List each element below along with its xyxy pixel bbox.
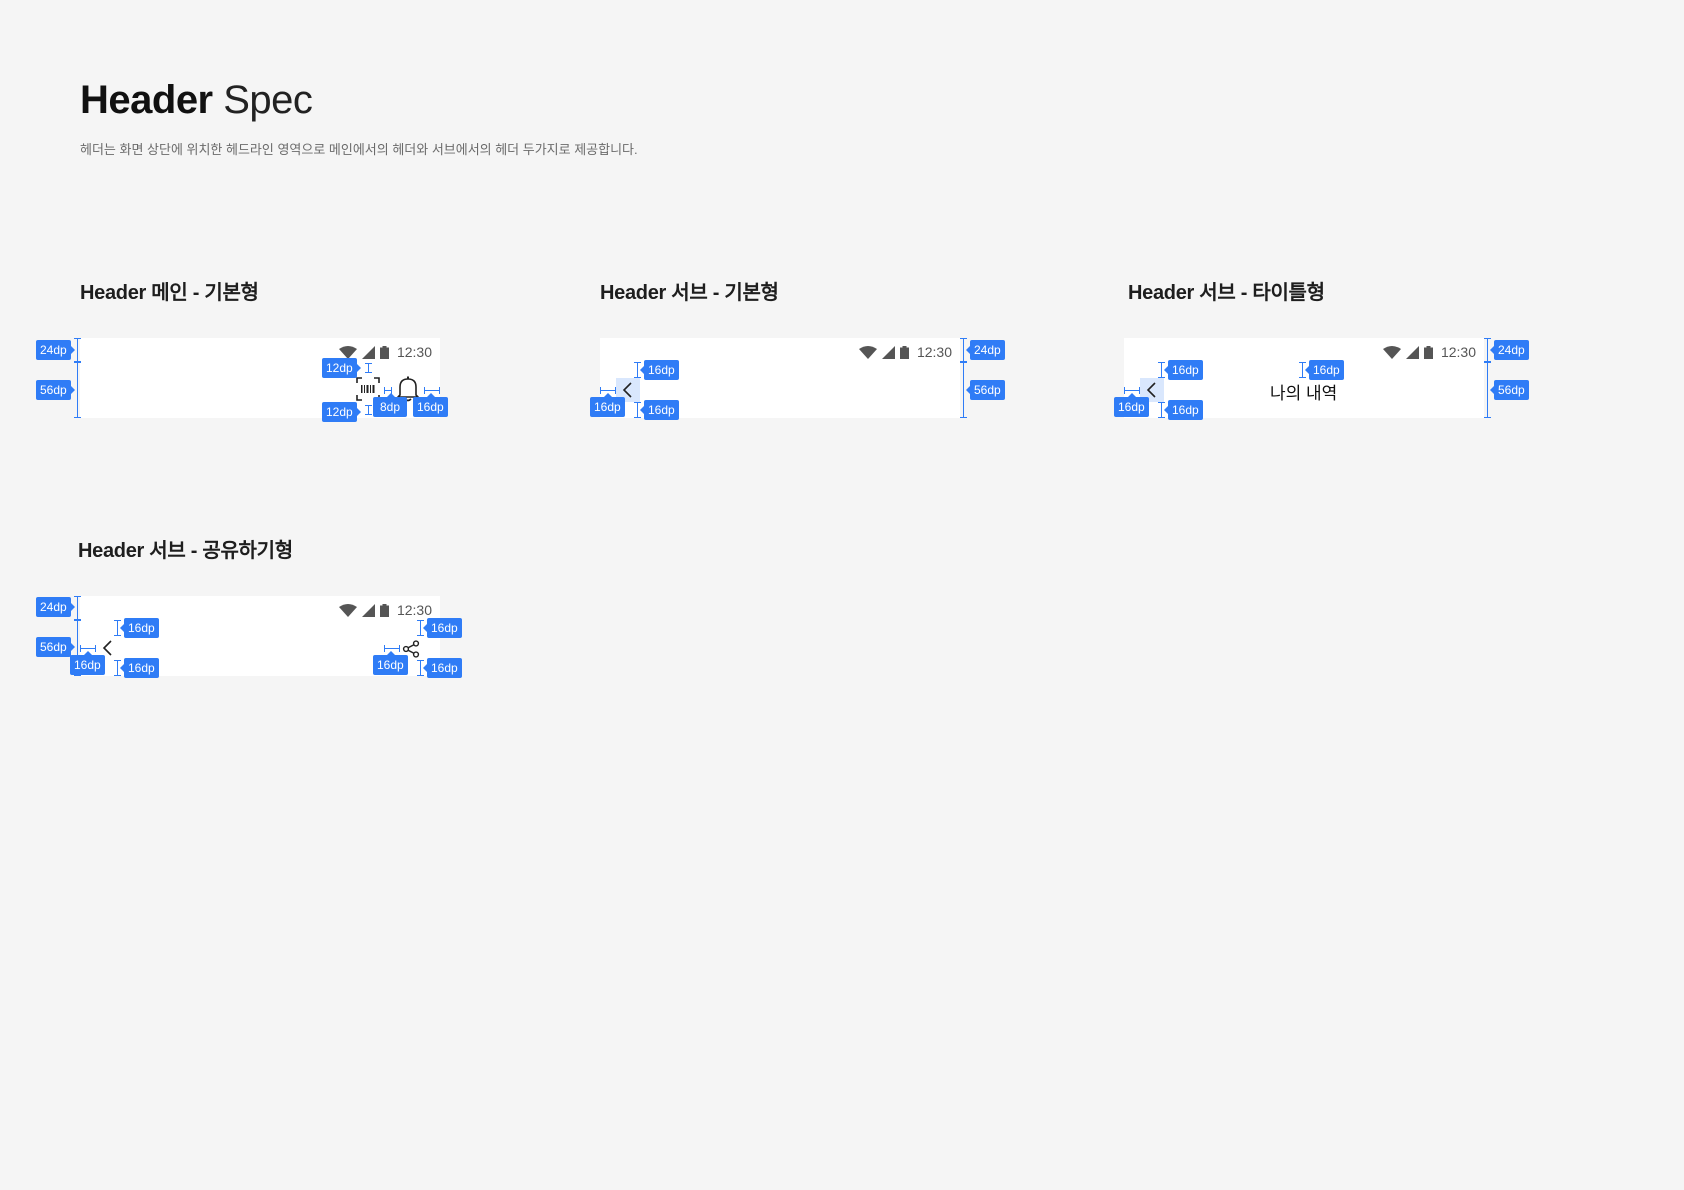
status-time: 12:30 [916,344,952,360]
spec-badge-header-height: 56dp [36,637,75,657]
spec-line-top-16 [634,362,641,378]
spec-line-share-top-16 [417,620,424,636]
spec-line-bottom-16 [1158,402,1165,418]
status-bar: 12:30 [858,344,952,360]
wifi-icon [338,345,357,359]
spec-badge-header-height: 56dp [1490,380,1529,400]
header-main-basic-preview: 12:30 [80,338,440,418]
spec-badge-status-height: 24dp [36,597,75,617]
spec-line-bottom-16 [634,402,641,418]
battery-icon [379,345,389,359]
spec-line-left-16 [600,387,616,394]
spec-badge-status-height: 24dp [966,340,1005,360]
spec-line-status [74,338,81,362]
spec-badge-header-height: 56dp [966,380,1005,400]
spec-line-gap-8 [384,387,392,394]
spec-badge-title-top-16: 16dp [1305,360,1344,380]
chevron-left-icon[interactable] [100,640,116,656]
page-description: 헤더는 화면 상단에 위치한 헤드라인 영역으로 메인에서의 헤더와 서브에서의… [80,142,638,157]
page-title-bold: Header [80,78,213,122]
section-title-sub-share: Header 서브 - 공유하기형 [78,540,293,562]
spec-line-header [960,362,967,418]
spec-badge-left-16: 16dp [1114,393,1149,417]
wifi-icon [858,345,877,359]
section-title-sub-title: Header 서브 - 타이틀형 [1128,282,1325,304]
status-bar: 12:30 [338,602,432,618]
spec-badge-bottom-16: 16dp [1164,400,1203,420]
spec-line-left-16 [1124,387,1140,394]
signal-icon [1405,345,1419,359]
signal-icon [881,345,895,359]
spec-line-share-left-16 [384,645,400,652]
spec-line-header [74,620,81,676]
spec-badge-status-height: 24dp [1490,340,1529,360]
wifi-icon [338,603,357,617]
page-title: Header Spec [80,76,313,124]
spec-badge-share-bottom-16: 16dp [423,658,462,678]
spec-line-top-12 [365,363,372,373]
spec-badge-left-16: 16dp [70,651,105,675]
status-time: 12:30 [1440,344,1476,360]
status-time: 12:30 [396,344,432,360]
signal-icon [361,345,375,359]
spec-line-top-16 [114,620,121,636]
spec-badge-gap-8: 8dp [373,393,407,417]
spec-line-header [1484,362,1491,418]
spec-badge-top-16: 16dp [120,618,159,638]
status-bar: 12:30 [1382,344,1476,360]
spec-line-top-16 [1158,362,1165,378]
spec-line-status [74,596,81,620]
wifi-icon [1382,345,1401,359]
spec-line-right-16 [424,387,440,394]
spec-badge-top-16: 16dp [1164,360,1203,380]
status-time: 12:30 [396,602,432,618]
spec-line-bottom-16 [114,660,121,676]
spec-badge-bottom-12: 12dp [322,402,361,422]
spec-badge-bottom-16: 16dp [120,658,159,678]
spec-line-left-16 [80,645,96,652]
spec-line-share-bottom-16 [417,660,424,676]
spec-badge-right-16: 16dp [413,393,448,417]
battery-icon [899,345,909,359]
spec-badge-header-height: 56dp [36,380,75,400]
battery-icon [1423,345,1433,359]
spec-badge-top-16: 16dp [640,360,679,380]
chevron-left-icon[interactable] [620,382,636,398]
spec-line-header [74,362,81,418]
spec-line-status [960,338,967,362]
spec-line-bottom-12 [365,405,372,415]
chevron-left-icon[interactable] [1144,382,1160,398]
spec-line-status [1484,338,1491,362]
spec-badge-left-16: 16dp [590,393,625,417]
spec-badge-share-left-16: 16dp [373,651,408,675]
signal-icon [361,603,375,617]
spec-badge-bottom-16: 16dp [640,400,679,420]
spec-badge-top-12: 12dp [322,358,361,378]
section-title-main-basic: Header 메인 - 기본형 [80,282,259,304]
spec-badge-share-top-16: 16dp [423,618,462,638]
header-title: 나의 내역 [1270,384,1338,403]
spec-line-title-top-16 [1299,362,1306,378]
status-bar: 12:30 [338,344,432,360]
battery-icon [379,603,389,617]
page-title-light: Spec [212,78,313,122]
spec-badge-status-height: 24dp [36,340,75,360]
section-title-sub-basic: Header 서브 - 기본형 [600,282,779,304]
share-icon[interactable] [402,640,420,658]
